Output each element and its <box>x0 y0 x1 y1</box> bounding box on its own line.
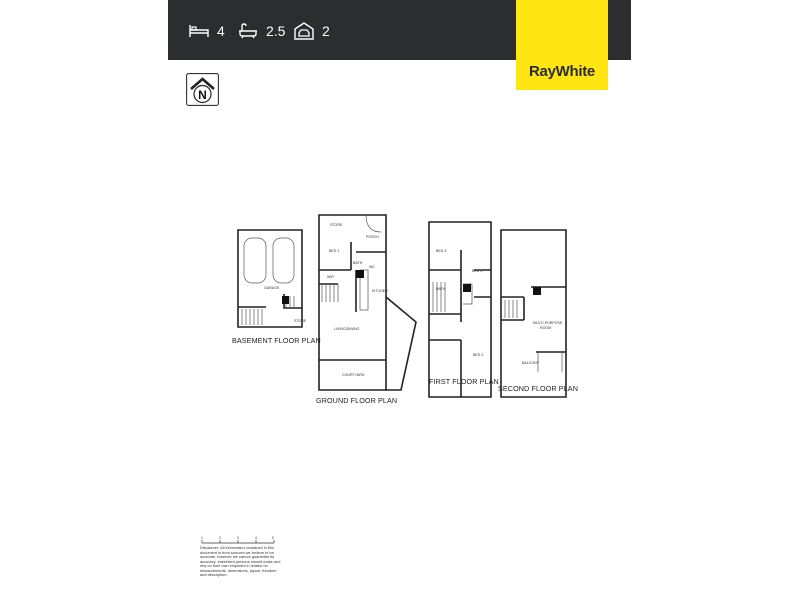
room-store-basement: STORE <box>294 319 307 323</box>
second-floor-plan-label: SECOND FLOOR PLAN <box>498 384 578 393</box>
room-wc: WC <box>369 265 375 269</box>
room-garage: GARAGE <box>264 286 280 290</box>
scale-bar: 1 2 3 4 5 <box>201 536 275 544</box>
room-wir-ground: WIR <box>327 275 334 279</box>
room-kitchen: KITCHEN <box>372 289 388 293</box>
brand-logo: RayWhite <box>516 0 608 90</box>
beds-stat: 4 <box>189 20 225 42</box>
room-bath-ground: BATH <box>353 261 363 265</box>
bed-icon <box>189 25 209 37</box>
room-living-dining: LIVING/DINING <box>334 327 360 331</box>
scale-tick-5: 5 <box>272 536 274 540</box>
garage-car-icon <box>294 22 314 40</box>
room-store-ground: STORE <box>330 223 343 227</box>
first-floor-plan-label: FIRST FLOOR PLAN <box>429 377 499 386</box>
north-arrow-icon: N <box>186 73 219 106</box>
room-multi-purpose: MULTI-PURPOSE <box>533 321 563 325</box>
room-bed3: BED 3 <box>472 269 482 273</box>
brand-logo-text: RayWhite <box>529 63 595 80</box>
room-courtyard: COURTYARD <box>342 373 365 377</box>
floor-plans-drawing: GARAGE STORE STORE PORCH BED 1 BATH WIR … <box>237 214 567 398</box>
bath-icon <box>239 23 257 39</box>
scale-tick-1: 1 <box>201 536 203 540</box>
scale-tick-2: 2 <box>219 536 221 540</box>
scale-tick-3: 3 <box>237 536 239 540</box>
cars-stat: 2 <box>294 20 330 42</box>
disclaimer-text: Disclaimer: All information contained in… <box>200 545 281 577</box>
ground-floor-plan-label: GROUND FLOOR PLAN <box>316 396 398 405</box>
scale-tick-4: 4 <box>255 536 257 540</box>
cars-count: 2 <box>322 23 330 39</box>
baths-stat: 2.5 <box>238 20 285 42</box>
room-porch: PORCH <box>366 235 379 239</box>
room-bath-first: BATH <box>436 287 446 291</box>
baths-count: 2.5 <box>266 23 286 39</box>
compass-letter: N <box>198 88 207 102</box>
room-bed1: BED 1 <box>329 249 339 253</box>
beds-count: 4 <box>217 23 225 39</box>
room-bed2: BED 2 <box>473 353 483 357</box>
room-room: ROOM <box>540 326 551 330</box>
room-balcony: BALCONY <box>522 361 540 365</box>
basement-floor-plan-label: BASEMENT FLOOR PLAN <box>232 336 321 345</box>
room-bed4: BED 4 <box>436 249 446 253</box>
